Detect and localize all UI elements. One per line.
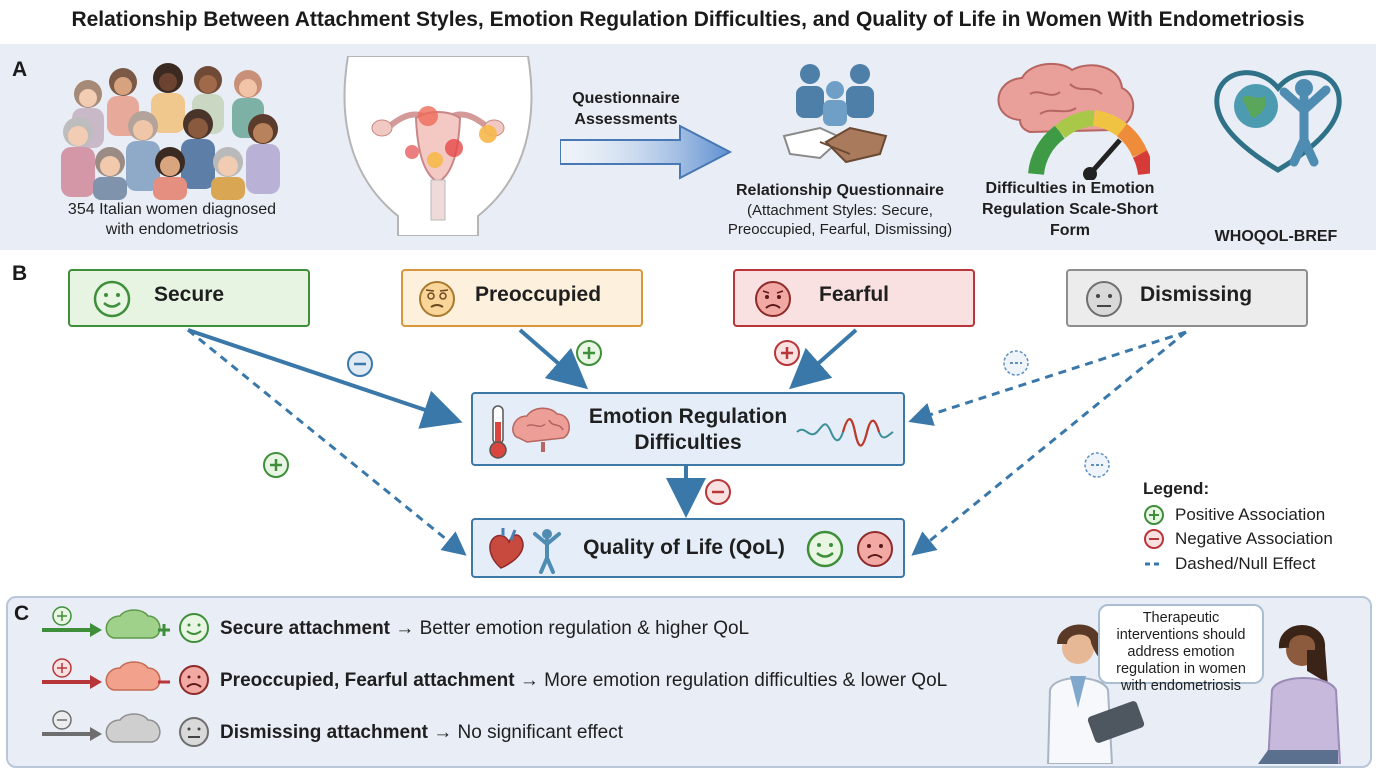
uterus-illustration	[343, 56, 533, 236]
minus-circle-icon	[1144, 529, 1164, 549]
legend-negative: Negative Association	[1143, 528, 1333, 550]
summary-row-preoccupied-fearful: Preoccupied, Fearful attachment → More e…	[220, 670, 947, 692]
quality-of-life-label: Quality of Life (QoL)	[583, 536, 785, 559]
box-preoccupied: Preoccupied	[401, 269, 643, 327]
legend-negative-label: Negative Association	[1175, 529, 1333, 548]
arrow-preoccupied-to-erd	[518, 328, 589, 390]
row-secure-icons	[42, 606, 209, 643]
legend-positive-label: Positive Association	[1175, 505, 1326, 524]
assessment-arrow	[560, 124, 733, 180]
smile-icon	[93, 280, 131, 318]
rq-title: Relationship Questionnaire	[735, 182, 945, 199]
arrow-fearful-to-erd	[789, 328, 858, 390]
summary-row-dismissing: Dismissing attachment → No significant e…	[220, 722, 623, 744]
legend-title: Legend:	[1143, 479, 1210, 498]
neutral-face-icon	[1086, 281, 1122, 317]
summary-row-preoccupied-fearful-rest: → More emotion regulation difficulties &…	[519, 670, 948, 691]
wave-signal-icon	[796, 418, 894, 447]
row-preoccupied-fearful-icons	[42, 658, 209, 695]
emotion-regulation-label: Emotion Regulation Difficulties	[563, 404, 813, 456]
assessment-arrow-label-line2: Assessments	[574, 111, 678, 128]
clinician-illustration	[1046, 624, 1145, 764]
plus-circle-icon	[1144, 505, 1164, 525]
null-sign-dismissing-qol	[1084, 452, 1110, 478]
box-secure: Secure	[68, 269, 310, 327]
box-quality-of-life: Quality of Life (QoL)	[471, 518, 905, 578]
brain-gauge-icon	[997, 62, 1150, 180]
positive-sign-secure-qol	[263, 452, 289, 478]
ders-line1: Difficulties in Emotion	[985, 180, 1155, 197]
emotion-regulation-label-line1: Emotion Regulation	[588, 405, 788, 428]
participants-caption-line1: 354 Italian women diagnosed	[67, 201, 277, 218]
summary-row-dismissing-bold: Dismissing attachment	[220, 722, 428, 743]
whoqol-caption: WHOQOL-BREF	[1214, 228, 1338, 245]
summary-row-secure-rest: → Better emotion regulation & higher QoL	[395, 618, 750, 639]
summary-row-secure: Secure attachment → Better emotion regul…	[220, 618, 749, 640]
positive-sign-preoccupied-erd	[576, 340, 602, 366]
emotion-regulation-label-line2: Difficulties	[634, 431, 742, 454]
panel-c-letter: C	[14, 602, 30, 625]
summary-row-secure-bold: Secure attachment	[220, 618, 391, 639]
box-preoccupied-label: Preoccupied	[475, 283, 602, 306]
summary-row-preoccupied-fearful-bold: Preoccupied, Fearful attachment	[220, 670, 515, 691]
sad-face-icon	[857, 531, 893, 567]
summary-row-dismissing-rest: → No significant effect	[433, 722, 624, 743]
arrow-dismissing-to-qol	[911, 330, 1187, 556]
assessment-arrow-label-line1: Questionnaire	[572, 90, 680, 107]
ders-caption: Difficulties in Emotion Regulation Scale…	[962, 178, 1178, 241]
participants-caption-line2: with endometriosis	[105, 221, 239, 238]
ders-line3: Form	[1050, 222, 1090, 239]
box-dismissing-label: Dismissing	[1140, 283, 1253, 306]
box-fearful-label: Fearful	[819, 283, 890, 306]
row-dismissing-icons	[42, 710, 209, 747]
panel-a: A	[0, 44, 1376, 250]
participants-caption: 354 Italian women diagnosed with endomet…	[30, 200, 314, 240]
arrow-secure-to-qol	[187, 328, 467, 556]
legend-null: Dashed/Null Effect	[1143, 553, 1315, 575]
path-diagram-arrows	[187, 328, 1187, 556]
assessment-arrow-label: Questionnaire Assessments	[556, 88, 696, 130]
panel-b-letter: B	[12, 262, 28, 285]
women-group-illustration	[61, 63, 280, 200]
ders-line2: Regulation Scale-Short	[981, 201, 1159, 218]
dashed-line-icon	[1145, 562, 1163, 566]
rq-caption: Relationship Questionnaire (Attachment S…	[700, 180, 980, 239]
globe-heart-icon	[1214, 70, 1342, 173]
box-fearful: Fearful	[733, 269, 975, 327]
legend-positive: Positive Association	[1143, 504, 1325, 526]
smile-icon	[806, 530, 844, 568]
speech-bubble-text: Therapeutic interventions should address…	[1116, 610, 1246, 694]
rq-sub-line2: Preoccupied, Fearful, Dismissing)	[727, 221, 953, 238]
arrow-dismissing-to-erd	[908, 330, 1187, 426]
heart-person-icon	[489, 528, 561, 574]
patient-illustration	[1258, 625, 1342, 764]
worried-face-icon	[419, 281, 455, 317]
box-secure-label: Secure	[154, 283, 225, 306]
rq-sub-line1: (Attachment Styles: Secure,	[747, 202, 933, 219]
fearful-face-icon	[755, 281, 791, 317]
panel-c: C Secure attachment → Better emotion reg…	[6, 596, 1372, 768]
page-title: Relationship Between Attachment Styles, …	[71, 8, 1305, 31]
box-emotion-regulation: Emotion Regulation Difficulties	[471, 392, 905, 466]
speech-bubble: Therapeutic interventions should address…	[1098, 604, 1264, 694]
negative-sign-erd-qol	[705, 479, 731, 505]
handshake-icon	[782, 64, 888, 164]
box-dismissing: Dismissing	[1066, 269, 1308, 327]
arrow-secure-to-erd	[187, 328, 463, 429]
null-sign-dismissing-erd	[1003, 350, 1029, 376]
negative-sign-secure-erd	[347, 351, 373, 377]
legend-null-label: Dashed/Null Effect	[1175, 554, 1316, 573]
positive-sign-fearful-erd	[774, 340, 800, 366]
panel-a-letter: A	[12, 58, 28, 81]
thermometer-brain-icon	[489, 405, 570, 459]
